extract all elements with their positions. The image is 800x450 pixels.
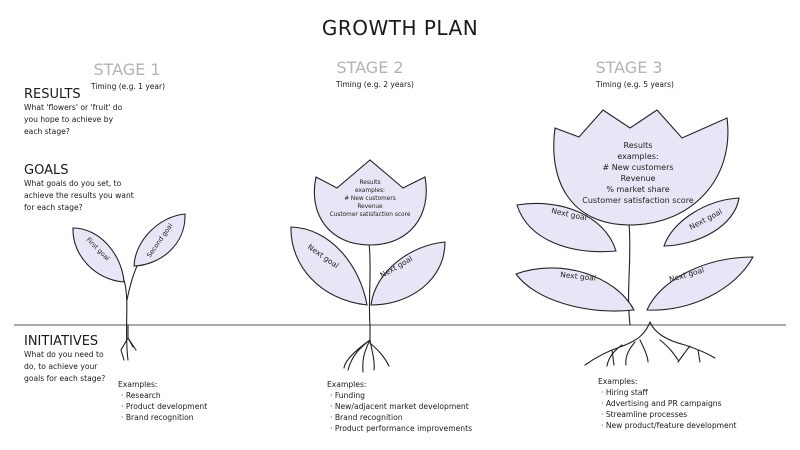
initiatives-description: What do you need to do, to achieve your … (24, 349, 154, 385)
goals-heading: GOALS (24, 163, 69, 178)
examples-label: Examples: (118, 380, 158, 389)
example-item: Funding (330, 390, 472, 401)
results-line: you hope to achieve by (24, 115, 114, 124)
stage-2-plant: Results examples: # New customers Revenu… (290, 159, 446, 373)
roots (584, 321, 716, 367)
goals-description: What goals do you set, to achieve the re… (24, 178, 154, 214)
goals-line: for each stage? (24, 203, 83, 212)
leaf-second-goal (133, 213, 186, 267)
stage-1-plant: First goal Second goal (72, 213, 186, 361)
example-item: Brand recognition (121, 412, 207, 423)
flower-line: # New customers (602, 163, 673, 172)
stage-3-label: STAGE 3 (595, 58, 663, 77)
stage-1-timing: Timing (e.g. 1 year) (91, 82, 165, 91)
stage-3-plant: Results examples: # New customers Revenu… (515, 109, 754, 367)
goals-line: achieve the results you want (24, 191, 134, 200)
goals-line: What goals do you set, to (24, 179, 122, 188)
stage-3-timing: Timing (e.g. 5 years) (596, 80, 674, 89)
leaf-label: Next goal (560, 270, 597, 283)
initiatives-line: goals for each stage? (24, 374, 106, 383)
flower-line: % market share (606, 185, 669, 194)
goals-section: GOALS What goals do you set, to achieve … (24, 163, 154, 214)
stage-1-label: STAGE 1 (93, 60, 161, 79)
example-item: New product/feature development (601, 420, 737, 431)
leaf-next-goal (663, 197, 740, 247)
example-item: Product development (121, 401, 207, 412)
flower-line: Customer satisfaction score (582, 196, 694, 205)
example-item: New/adjacent market development (330, 401, 472, 412)
flower-line: Customer satisfaction score (330, 212, 411, 218)
stem (368, 242, 371, 326)
flower-results (553, 109, 729, 226)
example-item: Advertising and PR campaigns (601, 398, 737, 409)
initiatives-heading: INITIATIVES (24, 334, 99, 349)
flower-line: Results (360, 180, 381, 186)
initiatives-line: What do you need to (24, 350, 104, 359)
results-section: RESULTS What 'flowers' or 'fruit' do you… (24, 87, 154, 138)
stem (123, 279, 129, 361)
example-item: Product performance improvements (330, 423, 472, 434)
example-item: Research (121, 390, 207, 401)
results-description: What 'flowers' or 'fruit' do you hope to… (24, 102, 154, 138)
flower-text: Results examples: # New customers Revenu… (582, 141, 694, 205)
leaf-next-goal (290, 226, 368, 306)
roots (343, 324, 390, 373)
flower-line: Revenue (357, 204, 383, 210)
flower-line: Results (624, 141, 653, 150)
results-line: each stage? (24, 127, 70, 136)
examples-label: Examples: (598, 377, 638, 386)
stem-branch (126, 265, 138, 301)
stage-3-examples: Examples: Hiring staff Advertising and P… (598, 376, 737, 431)
stage-2-label: STAGE 2 (336, 58, 404, 77)
flower-line: Revenue (621, 174, 656, 183)
stem (628, 222, 631, 326)
results-heading: RESULTS (24, 87, 81, 102)
example-item: Hiring staff (601, 387, 737, 398)
stage-2-timing: Timing (e.g. 2 years) (336, 80, 414, 89)
leaf-next-goal (370, 241, 446, 306)
leaf-next-goal (516, 202, 617, 253)
flower-line: examples: (617, 152, 658, 161)
leaf-next-goal (646, 256, 754, 311)
flower-line: # New customers (344, 196, 396, 202)
leaf-first-goal (72, 227, 125, 283)
example-item: Brand recognition (330, 412, 472, 423)
example-item: Streamline processes (601, 409, 737, 420)
flower-line: examples: (355, 188, 385, 194)
flower-text: Results examples: # New customers Revenu… (330, 180, 411, 218)
stage-1-examples: Examples: Research Product development B… (118, 379, 207, 423)
stage-2-examples: Examples: Funding New/adjacent market de… (327, 379, 472, 434)
results-line: What 'flowers' or 'fruit' do (24, 103, 123, 112)
page-title: GROWTH PLAN (321, 16, 479, 40)
initiatives-line: do, to achieve your (24, 362, 98, 371)
roots (120, 324, 137, 361)
leaf-next-goal (515, 267, 635, 312)
examples-label: Examples: (327, 380, 367, 389)
initiatives-section: INITIATIVES What do you need to do, to a… (24, 334, 154, 385)
flower-results (313, 159, 427, 246)
